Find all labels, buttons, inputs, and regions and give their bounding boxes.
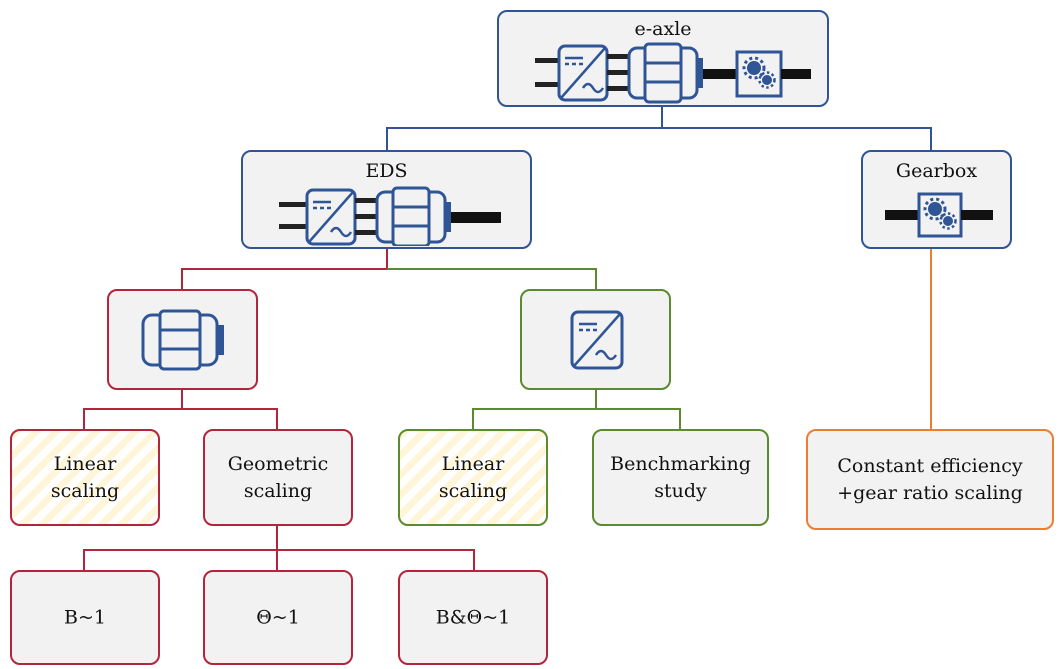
connector-eaxle-children [386, 127, 932, 150]
inverter-icon [557, 44, 609, 102]
motor-node [107, 289, 258, 390]
motor-geometric-scaling-node: Geometric scaling [203, 429, 353, 526]
motor-icon [141, 309, 224, 371]
inverter-benchmarking-label: Benchmarking study [610, 452, 751, 502]
motor-linear-scaling-label: Linear scaling [50, 452, 120, 502]
motor-geometric-scaling-label: Geometric scaling [227, 452, 329, 502]
inverter-node [520, 289, 671, 390]
connector-eds-inverter [387, 268, 597, 289]
shaft-icon [535, 58, 559, 87]
e-axle-drivetrain-icon [535, 42, 811, 104]
eds-node: EDS [241, 150, 532, 249]
connector-motor-children [83, 408, 278, 429]
connector-geometric-children [83, 549, 475, 570]
connector-inverter-children [472, 408, 681, 429]
eds-title: EDS [365, 160, 408, 182]
gearbox-title: Gearbox [895, 160, 978, 182]
b-const-label: B~1 [64, 606, 106, 628]
motor-icon [627, 42, 703, 104]
motor-icon [375, 186, 451, 246]
e-axle-title: e-axle [634, 18, 692, 40]
b-const-node: B~1 [10, 570, 160, 665]
b-theta-const-node: B&Θ~1 [398, 570, 548, 665]
e-axle-node: e-axle [497, 10, 829, 107]
connector-eds-motor [181, 249, 388, 289]
gearbox-node: Gearbox [861, 150, 1012, 249]
motor-linear-scaling-node: Linear scaling [10, 429, 160, 526]
inverter-linear-scaling-node: Linear scaling [398, 429, 548, 526]
inverter-icon [305, 188, 357, 246]
b-theta-const-label: B&Θ~1 [435, 606, 511, 628]
eds-drivetrain-icon [279, 186, 501, 246]
inverter-benchmarking-node: Benchmarking study [592, 429, 769, 526]
gearbox-icon [735, 50, 783, 98]
inverter-icon [570, 310, 624, 370]
theta-const-node: Θ~1 [203, 570, 353, 665]
theta-const-label: Θ~1 [256, 606, 300, 628]
gearbox-scaling-label: Constant efficiency +gear ratio scaling [837, 454, 1023, 504]
gearbox-scaling-node: Constant efficiency +gear ratio scaling [806, 429, 1054, 530]
inverter-linear-scaling-label: Linear scaling [438, 452, 508, 502]
gearbox-icon [885, 192, 993, 238]
